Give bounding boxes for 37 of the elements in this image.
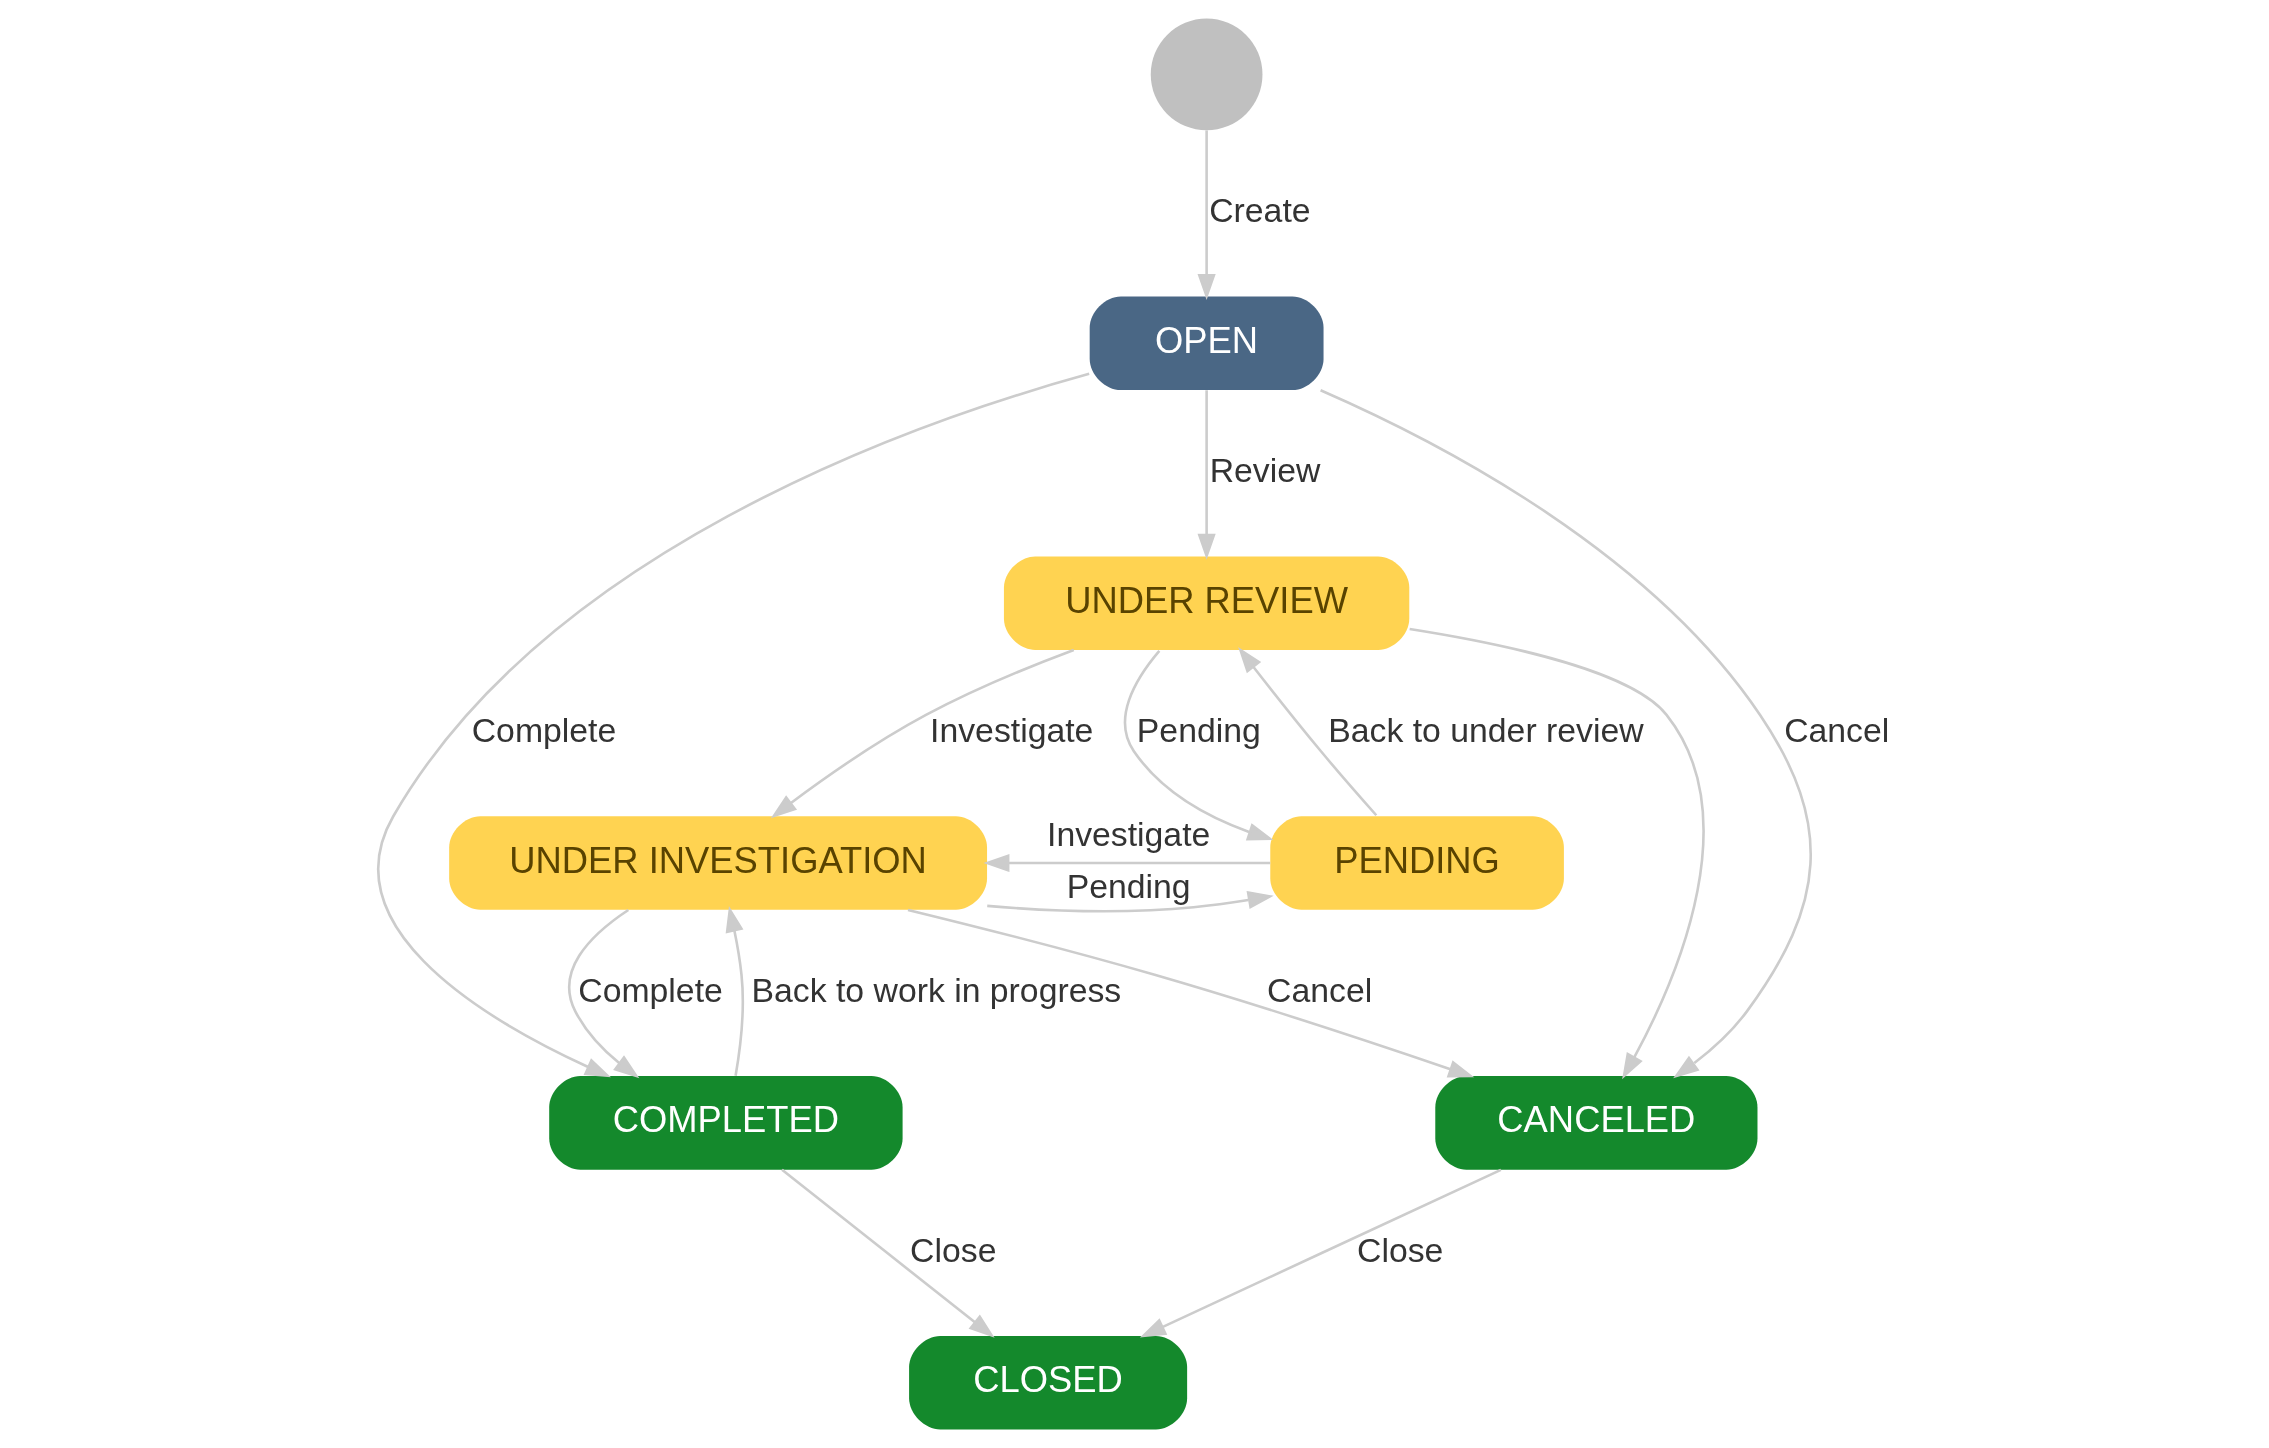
node-box: OPEN <box>1089 296 1324 391</box>
edge-label: Complete <box>471 710 616 749</box>
arrow <box>376 372 1090 1078</box>
node-box: COMPLETED <box>548 1076 903 1170</box>
node-circle <box>1150 18 1262 131</box>
arrow <box>907 908 1474 1078</box>
edge-label: Create <box>1208 191 1311 230</box>
arrow <box>1237 647 1377 817</box>
arrow <box>1197 130 1216 301</box>
arrow <box>1319 389 1812 1079</box>
node-box: UNDER INVESTIGATION <box>448 816 987 910</box>
arrow <box>770 648 1074 819</box>
arrow <box>1408 627 1705 1080</box>
edge-label: Close <box>1356 1230 1443 1269</box>
edge-label: Complete <box>577 970 723 1009</box>
arrow <box>982 853 1270 873</box>
edge-label: Back to work in progress <box>751 970 1121 1009</box>
edge-label: Back to under review <box>1327 710 1644 749</box>
arrow <box>1197 390 1216 560</box>
node-box: CANCELED <box>1434 1076 1757 1170</box>
edge-label: Investigate <box>929 710 1093 749</box>
node-box: CLOSED <box>908 1335 1187 1430</box>
arrow <box>1139 1168 1501 1338</box>
edge-label: Close <box>909 1230 996 1269</box>
arrow <box>567 908 639 1079</box>
arrow <box>780 1168 995 1338</box>
edge-label: Investigate <box>1046 814 1210 853</box>
edge-label: Pending <box>1136 710 1261 749</box>
edge-label: Cancel <box>1783 710 1889 749</box>
node-box: PENDING <box>1269 816 1564 910</box>
arrow <box>725 906 744 1076</box>
node-box: UNDER REVIEW <box>1003 556 1409 650</box>
arrow <box>986 891 1274 913</box>
edge-label: Pending <box>1066 866 1191 905</box>
edge-label: Cancel <box>1266 970 1372 1009</box>
edge-label: Review <box>1209 451 1320 490</box>
arrow <box>1123 650 1273 841</box>
